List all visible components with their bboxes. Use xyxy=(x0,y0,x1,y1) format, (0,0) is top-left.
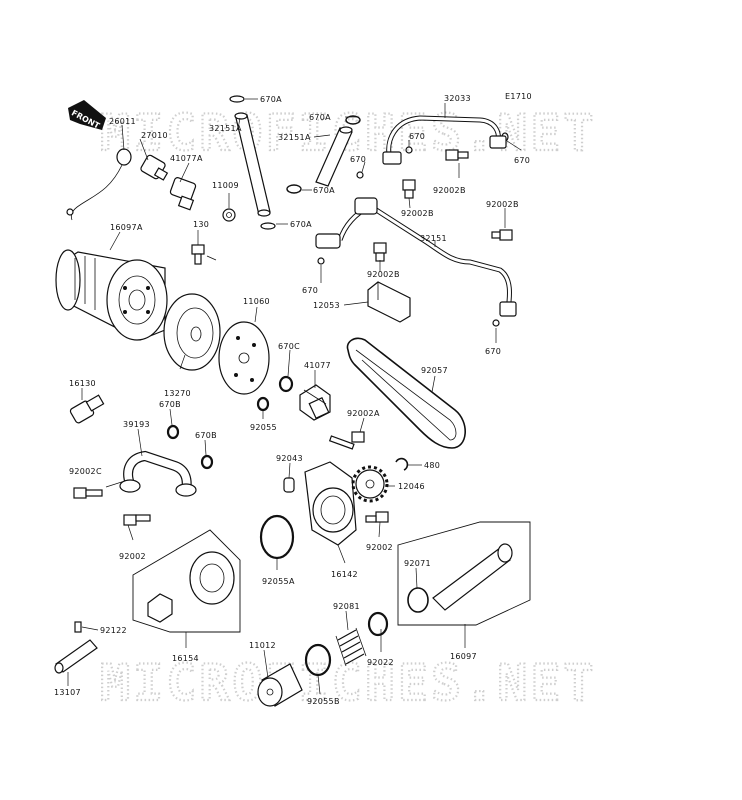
label-92002-2: 92002 xyxy=(366,543,393,552)
label-480: 480 xyxy=(424,461,440,470)
label-92002b-3: 92002B xyxy=(486,200,519,209)
sprocket-12046-drawing xyxy=(351,465,389,503)
label-130: 130 xyxy=(193,220,209,229)
label-92002b-4: 92002B xyxy=(367,270,400,279)
label-92057: 92057 xyxy=(421,366,448,375)
bolt-92002b-drawings xyxy=(373,149,513,262)
sensor-wire-drawing xyxy=(66,148,132,221)
o-ring-670b-second-drawing xyxy=(200,454,214,470)
label-92002b: 92002B xyxy=(433,186,466,195)
label-92055: 92055 xyxy=(250,423,277,432)
bolt-92002-drawing xyxy=(123,514,151,526)
label-27010: 27010 xyxy=(141,131,168,140)
label-92002: 92002 xyxy=(119,552,146,561)
label-16142: 16142 xyxy=(331,570,358,579)
o-ring-92055-drawing xyxy=(256,396,270,412)
label-92055b: 92055B xyxy=(307,697,340,706)
label-92055a: 92055A xyxy=(262,577,295,586)
leader-lines xyxy=(67,98,522,695)
part-labels: 670A 670A 670A 670A 32033 26011 27010 41… xyxy=(54,94,530,706)
label-670-5: 670 xyxy=(485,347,501,356)
label-92002b-2: 92002B xyxy=(401,209,434,218)
chain-92057-drawing xyxy=(346,337,466,449)
label-670-4: 670 xyxy=(302,286,318,295)
label-16097: 16097 xyxy=(450,652,477,661)
pipe-32151-drawing xyxy=(315,197,517,317)
label-41077a: 41077A xyxy=(170,154,203,163)
pin-92043-drawing xyxy=(283,477,295,493)
label-92022: 92022 xyxy=(367,658,394,667)
label-92071: 92071 xyxy=(404,559,431,568)
label-16097a: 16097A xyxy=(110,223,143,232)
label-92002c: 92002C xyxy=(69,467,102,476)
label-13107: 13107 xyxy=(54,688,81,697)
label-92043: 92043 xyxy=(276,454,303,463)
gasket-13270-drawing xyxy=(163,293,221,371)
pin-92122-drawing xyxy=(74,621,82,633)
label-32151a: 32151A xyxy=(209,124,242,133)
label-670a-2: 670A xyxy=(309,113,331,122)
label-92081: 92081 xyxy=(333,602,360,611)
washer-11009-drawing xyxy=(222,208,236,222)
plate-11060-drawing xyxy=(218,321,270,395)
figure-code: E1710 xyxy=(505,92,532,101)
label-32151a-2: 32151A xyxy=(278,133,311,142)
holder-12053-drawing xyxy=(367,281,411,323)
o-ring-92055a-drawing xyxy=(259,514,295,560)
label-670-3: 670 xyxy=(514,156,530,165)
o-ring-670c-drawing xyxy=(278,375,294,393)
oil-filter-drawing xyxy=(55,249,168,341)
label-670a-3: 670A xyxy=(313,186,335,195)
pump-housing-drawing xyxy=(304,461,357,546)
label-670b-2: 670B xyxy=(195,431,217,440)
pipe-32151a-second-drawing xyxy=(315,126,353,187)
label-32151: 32151 xyxy=(420,234,447,243)
fitting-41077a-drawing xyxy=(169,177,197,211)
bolt-92002-right-drawing xyxy=(365,511,389,523)
bolt-130-drawing xyxy=(191,244,205,265)
label-26011: 26011 xyxy=(109,117,136,126)
label-13270: 13270 xyxy=(164,389,191,398)
label-670a-4: 670A xyxy=(290,220,312,229)
label-670-2: 670 xyxy=(350,155,366,164)
o-ring-670b-drawing xyxy=(166,424,180,440)
label-16154: 16154 xyxy=(172,654,199,663)
fitting-41077-drawing xyxy=(299,384,331,421)
label-11012: 11012 xyxy=(249,641,276,650)
label-670: 670 xyxy=(409,132,425,141)
label-670b: 670B xyxy=(159,400,181,409)
washer-92022-drawing xyxy=(367,611,389,637)
label-92002a: 92002A xyxy=(347,409,380,418)
pressure-switch-drawing xyxy=(140,154,169,181)
bolt-92002c-drawing xyxy=(73,487,103,499)
label-11009: 11009 xyxy=(212,181,239,190)
pipe-39193-drawing xyxy=(119,450,197,497)
label-12046: 12046 xyxy=(398,482,425,491)
relief-valve-16097-box xyxy=(397,521,531,626)
bolt-16130-drawing xyxy=(69,394,105,424)
label-12053: 12053 xyxy=(313,301,340,310)
pipe-32033-drawing xyxy=(382,115,507,165)
spring-92081-drawing xyxy=(335,627,367,667)
label-32033: 32033 xyxy=(444,94,471,103)
label-41077: 41077 xyxy=(304,361,331,370)
label-11060: 11060 xyxy=(243,297,270,306)
label-670c: 670C xyxy=(278,342,300,351)
pipe-32151a-drawing xyxy=(234,112,271,217)
label-39193: 39193 xyxy=(123,420,150,429)
shaft-13107-drawing xyxy=(54,639,98,674)
label-670a: 670A xyxy=(260,95,282,104)
label-92122: 92122 xyxy=(100,626,127,635)
circlip-480-drawing xyxy=(395,457,409,471)
drain-plug-11012-drawing xyxy=(257,663,303,707)
label-16130: 16130 xyxy=(69,379,96,388)
rotor-set-16154-box xyxy=(132,529,241,633)
bolt-92002a-drawing xyxy=(328,431,365,450)
